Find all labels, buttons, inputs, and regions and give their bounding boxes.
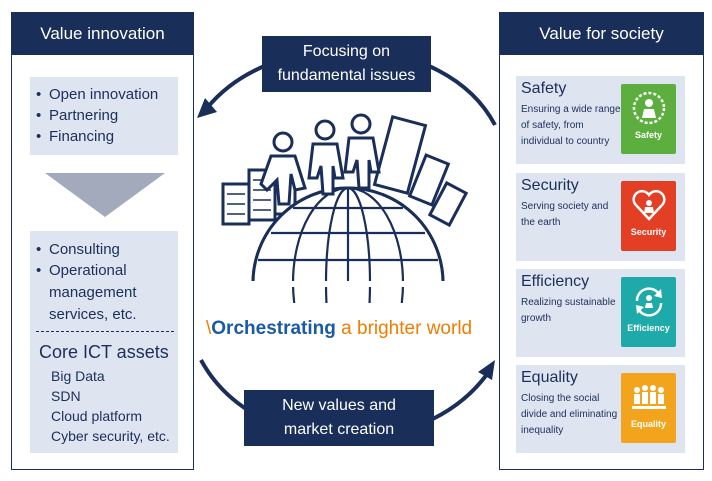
security-icon	[631, 190, 666, 221]
efficiency-badge: Efficiency	[621, 277, 676, 347]
list-item: SDN	[51, 388, 81, 404]
core-ict-assets: Core ICT assets Big Data SDN Cloud platf…	[39, 342, 177, 446]
equality-badge-label: Equality	[630, 419, 666, 429]
value-efficiency: Efficiency Realizing sustainable growth …	[516, 269, 685, 357]
left-arrowhead-icon	[197, 98, 217, 118]
equality-icon	[631, 385, 666, 409]
value-title: Safety	[521, 80, 567, 97]
focusing-line-2: fundamental issues	[277, 67, 416, 84]
globe-city-illustration	[221, 113, 469, 303]
innovation-methods-list: Open innovation Partnering Financing	[35, 84, 175, 147]
tagline-strong: Orchestrating	[211, 318, 336, 339]
efficiency-badge-label: Efficiency	[627, 323, 670, 333]
value-description: Serving society and the earth	[521, 201, 609, 228]
value-description: Closing the social divide and eliminatin…	[521, 393, 618, 436]
value-security: Security Serving society and the earth S…	[516, 173, 685, 261]
down-arrow-icon	[45, 173, 165, 217]
value-equality: Equality Closing the social divide and e…	[516, 365, 685, 453]
innovation-methods-box: Open innovation Partnering Financing	[30, 77, 178, 155]
list-item: Operational management services, etc.	[35, 260, 173, 326]
value-for-society-title: Value for society	[500, 13, 703, 55]
list-item: Consulting	[35, 239, 173, 260]
value-description: Realizing sustainable growth	[521, 297, 616, 324]
list-item: Cyber security, etc.	[51, 428, 170, 444]
new-values-line-1: New values and	[282, 397, 396, 414]
list-item: Open innovation	[35, 84, 175, 105]
efficiency-icon	[635, 287, 662, 317]
tagline-slash: \	[206, 318, 212, 339]
value-innovation-title: Value innovation	[12, 13, 193, 55]
safety-badge: Safety	[621, 84, 676, 154]
list-item: Financing	[35, 126, 175, 147]
security-badge-label: Security	[630, 227, 667, 237]
value-description: Ensuring a wide range of safety, from in…	[521, 104, 621, 147]
focusing-box: Focusing on fundamental issues	[262, 36, 431, 92]
value-innovation-panel: Value innovation Open innovation Partner…	[11, 12, 194, 470]
value-safety: Safety Ensuring a wide range of safety, …	[516, 76, 685, 164]
list-item: Cloud platform	[51, 408, 143, 424]
focusing-line-1: Focusing on	[302, 43, 391, 60]
value-title: Equality	[521, 369, 578, 386]
services-list: Consulting Operational management servic…	[35, 239, 173, 326]
core-ict-title: Core ICT assets	[39, 342, 169, 362]
tagline: \Orchestrating a brighter world	[206, 318, 472, 340]
list-item: Big Data	[51, 368, 105, 384]
security-badge: Security	[621, 181, 676, 251]
safety-badge-label: Safety	[634, 130, 662, 140]
equality-badge: Equality	[621, 373, 676, 443]
tagline-rest: a brighter world	[335, 318, 473, 339]
new-values-line-2: market creation	[283, 421, 395, 438]
list-item: Partnering	[35, 105, 175, 126]
divider	[36, 331, 174, 332]
services-box: Consulting Operational management servic…	[30, 231, 178, 453]
new-values-box: New values and market creation	[244, 390, 434, 446]
value-title: Security	[521, 177, 579, 194]
safety-icon	[632, 91, 665, 125]
value-title: Efficiency	[521, 273, 590, 290]
right-arrowhead-icon	[478, 360, 495, 380]
